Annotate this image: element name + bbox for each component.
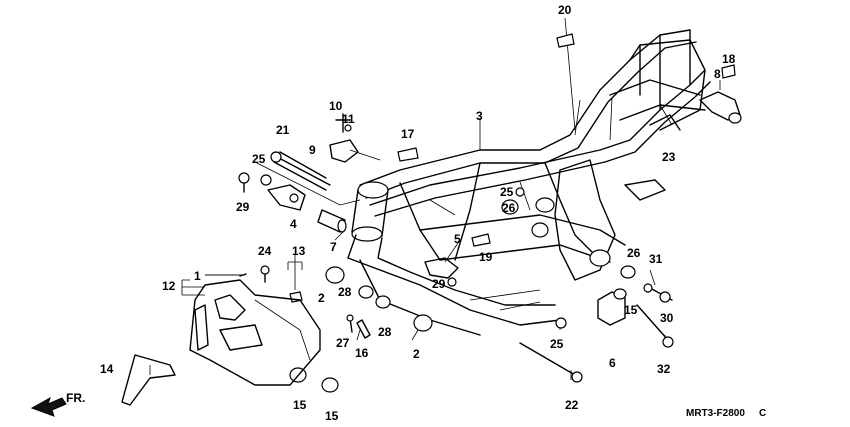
callout-labels: 20 18 8 10 11 3 21 17 9 23 25 25 29 4 26… (100, 3, 736, 423)
callout-17: 17 (401, 127, 415, 141)
rubber-2a (325, 266, 345, 284)
callout-25-a: 25 (252, 152, 266, 166)
cover-assembly-12 (189, 279, 321, 386)
bolt-10 (335, 113, 351, 133)
bolt-32 (636, 304, 669, 341)
callout-25-b: 25 (500, 185, 514, 199)
clip-16 (356, 319, 371, 339)
bolt-21 (276, 156, 331, 186)
callout-1: 1 (194, 269, 201, 283)
small-parts (121, 33, 742, 406)
callout-14: 14 (100, 362, 114, 376)
callout-23: 23 (662, 150, 676, 164)
callout-28-b: 28 (378, 325, 392, 339)
front-label: FR. (66, 391, 85, 405)
callout-18: 18 (722, 52, 736, 66)
diagram-code: MRT3-F2800 C (686, 408, 766, 419)
callout-15-a: 15 (293, 398, 307, 412)
callout-26-a: 26 (502, 201, 516, 215)
callout-29-a: 29 (236, 200, 250, 214)
label-tag-20 (556, 33, 575, 48)
callout-25-c: 25 (550, 337, 564, 351)
callout-30: 30 (660, 311, 674, 325)
callout-11: 11 (342, 112, 355, 126)
callout-15-b: 15 (325, 409, 339, 423)
callout-6: 6 (609, 356, 616, 370)
bolt-22 (519, 342, 576, 376)
bracket-4 (267, 184, 306, 211)
callout-7: 7 (330, 240, 337, 254)
callout-32: 32 (657, 362, 671, 376)
rubber-2b (413, 314, 433, 332)
rubber-26b (620, 265, 636, 279)
group-brackets (181, 261, 303, 296)
callout-10: 10 (329, 99, 343, 113)
callout-13: 13 (292, 244, 306, 258)
rubber-26a (501, 199, 519, 215)
collar-28b (375, 295, 391, 309)
callout-12: 12 (162, 279, 176, 293)
front-arrow: FR. (30, 391, 85, 417)
leader-lines (149, 17, 721, 380)
callout-3: 3 (476, 109, 483, 123)
diagram-code-suffix: C (759, 408, 766, 419)
collar-28a (358, 285, 374, 299)
callout-24: 24 (258, 244, 272, 258)
diagram-code-text: MRT3-F2800 (686, 408, 745, 419)
bracket-6 (597, 291, 626, 326)
rubber-15b (321, 377, 339, 393)
callout-20: 20 (558, 3, 572, 17)
sticker-17 (397, 147, 419, 162)
callout-2-b: 2 (413, 347, 420, 361)
callout-26-b: 26 (627, 246, 641, 260)
callout-15-c: 15 (624, 303, 638, 317)
callout-9: 9 (309, 143, 316, 157)
callout-29-b: 29 (432, 277, 446, 291)
clamp-9 (329, 139, 359, 163)
callout-2-a: 2 (318, 291, 325, 305)
nut-30 (659, 291, 671, 303)
callout-22: 22 (565, 398, 579, 412)
bracket-5 (424, 257, 459, 279)
callout-31: 31 (649, 252, 663, 266)
tag-18 (721, 64, 736, 79)
callout-5: 5 (454, 232, 461, 246)
callout-21: 21 (276, 123, 290, 137)
callout-27: 27 (336, 336, 350, 350)
callout-4: 4 (290, 217, 297, 231)
callout-8: 8 (714, 67, 721, 81)
sticker-19 (471, 233, 491, 247)
callout-19: 19 (479, 250, 493, 264)
collar-7 (317, 209, 346, 233)
callout-28-a: 28 (338, 285, 352, 299)
main-frame (347, 29, 711, 336)
stand-bracket-14 (121, 354, 176, 406)
front-arrow-icon (30, 396, 67, 417)
callout-16: 16 (355, 346, 369, 360)
